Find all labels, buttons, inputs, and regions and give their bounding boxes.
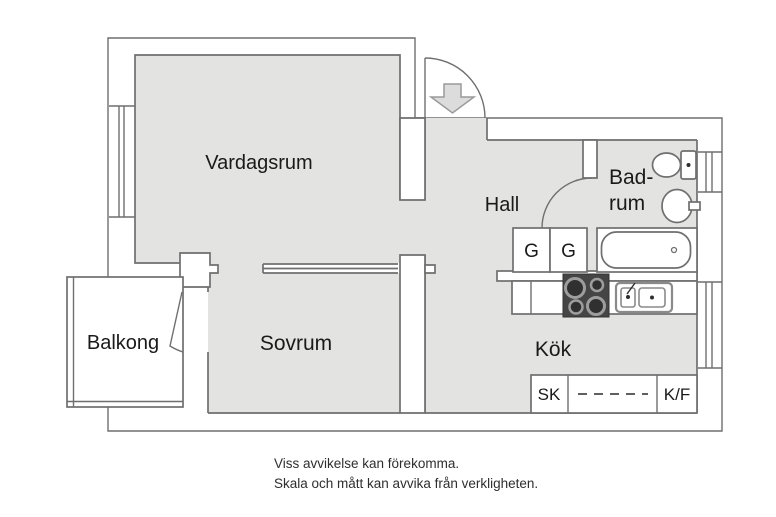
sliding-partition-line bbox=[262, 263, 398, 273]
label-kf: K/F bbox=[664, 385, 690, 404]
passage-vardagsrum-hall bbox=[398, 200, 427, 255]
entrance-door bbox=[424, 57, 486, 119]
passage-vardagsrum-sovrum bbox=[210, 263, 263, 273]
footer-line1: Viss avvikelse kan förekomma. bbox=[274, 456, 459, 471]
label-kok: Kök bbox=[535, 338, 572, 361]
room-vardagsrum-floor bbox=[135, 55, 400, 263]
label-wardrobe-2: G bbox=[561, 241, 576, 262]
balcony-railing-lines bbox=[67, 277, 183, 407]
entrance-door-arc-icon bbox=[424, 57, 486, 119]
room-labels: Vardagsrum Hall Bad- rum Sovrum Balkong … bbox=[87, 152, 690, 404]
badrum-fixtures bbox=[596, 150, 701, 273]
wall-pillar-left bbox=[179, 252, 219, 288]
bathtub-icon bbox=[596, 227, 698, 273]
label-wardrobe-1: G bbox=[524, 241, 539, 262]
footer-disclaimer: Viss avvikelse kan förekomma. Skala och … bbox=[274, 456, 538, 491]
stove-icon bbox=[562, 273, 610, 318]
toilet-icon bbox=[651, 150, 697, 180]
badrum-door-arc-icon bbox=[541, 177, 593, 229]
balcony-door-leaf bbox=[169, 291, 184, 353]
footer-line2: Skala och mått kan avvika från verklighe… bbox=[274, 476, 538, 491]
wall-entry-west bbox=[399, 117, 426, 201]
kitchen-counter bbox=[511, 273, 698, 318]
wardrobe-2-box bbox=[549, 227, 588, 273]
entrance-arrow-icon bbox=[428, 83, 477, 114]
windows bbox=[109, 105, 722, 369]
outer-wall-boundary bbox=[107, 37, 723, 432]
balcony bbox=[66, 276, 184, 408]
label-sk: SK bbox=[538, 385, 561, 404]
window-icon-badrum bbox=[698, 151, 722, 193]
wardrobe-1-box bbox=[512, 227, 551, 273]
window-icon-vardagsrum bbox=[109, 105, 135, 218]
balcony-outline bbox=[66, 276, 184, 408]
wardrobes bbox=[512, 227, 588, 273]
label-vardagsrum: Vardagsrum bbox=[205, 152, 312, 174]
label-badrum-line1: Bad- bbox=[609, 166, 653, 189]
label-sovrum: Sovrum bbox=[260, 332, 332, 355]
label-hall: Hall bbox=[485, 194, 519, 216]
room-sovrum-floor bbox=[208, 273, 400, 413]
window-icon-kok bbox=[698, 281, 722, 369]
washbasin-icon bbox=[661, 188, 701, 224]
kitchen-cabinets bbox=[530, 374, 698, 414]
label-balkong: Balkong bbox=[87, 332, 159, 354]
kitchen-sink-icon bbox=[614, 281, 674, 314]
wall-badrum-west bbox=[582, 139, 598, 179]
label-badrum-line2: rum bbox=[609, 192, 645, 215]
wall-sovrum-east bbox=[399, 254, 426, 414]
wall-nub bbox=[424, 264, 436, 274]
